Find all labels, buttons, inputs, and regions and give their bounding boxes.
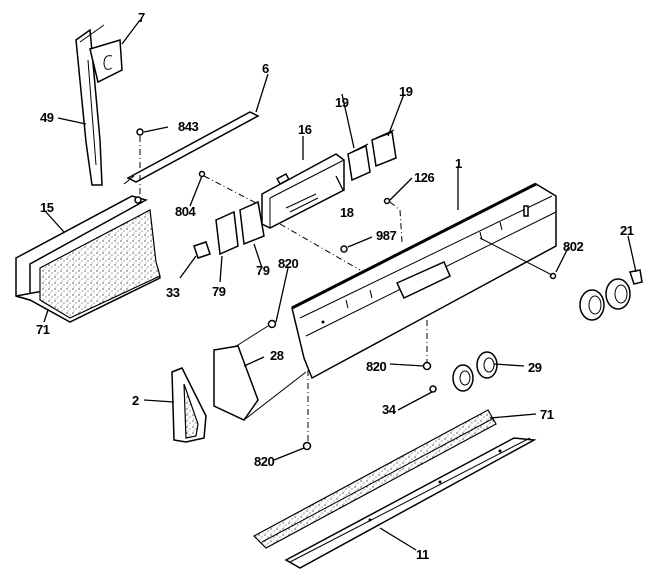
label-11: 11 — [416, 547, 429, 562]
label-1: 1 — [455, 156, 462, 171]
assembly-line — [279, 223, 361, 271]
label-804: 804 — [175, 204, 196, 219]
part-19-switch-a — [347, 143, 371, 182]
part-804-screw — [198, 170, 263, 207]
part-2-end-cap — [171, 367, 207, 443]
label-820-a: 820 — [278, 256, 298, 271]
label-7: 7 — [138, 10, 145, 25]
part-71-insulation-strip — [253, 409, 497, 549]
part-79-switch-a — [215, 210, 239, 256]
part-802-screw — [479, 237, 557, 280]
part-28-bracket — [213, 345, 307, 421]
label-820-b: 820 — [366, 359, 386, 374]
label-820-c: 820 — [254, 454, 274, 469]
part-34-spring — [429, 385, 437, 393]
label-79-b: 79 — [256, 263, 270, 278]
label-987: 987 — [376, 228, 396, 243]
part-79-switch-b — [239, 200, 265, 246]
part-1-control-panel — [291, 182, 557, 380]
part-820-screw-c — [302, 370, 312, 451]
part-49-side-bracket — [75, 24, 105, 186]
leader-lines — [43, 19, 637, 551]
part-21-clip — [629, 269, 643, 285]
label-34: 34 — [382, 402, 397, 417]
label-802: 802 — [563, 239, 583, 254]
label-19-a: 19 — [335, 95, 349, 110]
part-15-end-bracket — [15, 195, 161, 323]
part-labels: 7 6 49 843 16 19 19 18 804 126 1 15 987 … — [36, 10, 634, 562]
part-16-clock — [261, 153, 345, 229]
label-28: 28 — [270, 348, 284, 363]
part-29-knob-b — [476, 351, 498, 379]
part-843-screw — [136, 128, 144, 200]
part-987-screw — [340, 245, 348, 253]
label-79-a: 79 — [212, 284, 226, 299]
part-33-socket — [193, 241, 211, 259]
part-126-screw — [383, 197, 403, 243]
label-19-b: 19 — [399, 84, 413, 99]
label-71-b: 71 — [540, 407, 554, 422]
label-49: 49 — [40, 110, 54, 125]
part-7-nameplate — [89, 39, 123, 84]
label-126: 126 — [414, 170, 434, 185]
label-21: 21 — [620, 223, 634, 238]
label-6: 6 — [262, 61, 269, 76]
part-knob-right-b — [605, 278, 631, 310]
label-843: 843 — [178, 119, 198, 134]
part-29-knob-a — [452, 364, 474, 392]
part-6-trim-strip — [123, 111, 260, 185]
part-19-switch-b — [371, 129, 397, 168]
part-knob-right-a — [579, 289, 605, 321]
label-18: 18 — [340, 205, 354, 220]
label-16: 16 — [298, 122, 312, 137]
label-33: 33 — [166, 285, 180, 300]
label-71-a: 71 — [36, 322, 50, 337]
part-11-lower-trim — [284, 437, 537, 569]
label-29: 29 — [528, 360, 542, 375]
part-820-screw-b — [422, 320, 432, 371]
label-2: 2 — [132, 393, 139, 408]
label-15: 15 — [40, 200, 54, 215]
